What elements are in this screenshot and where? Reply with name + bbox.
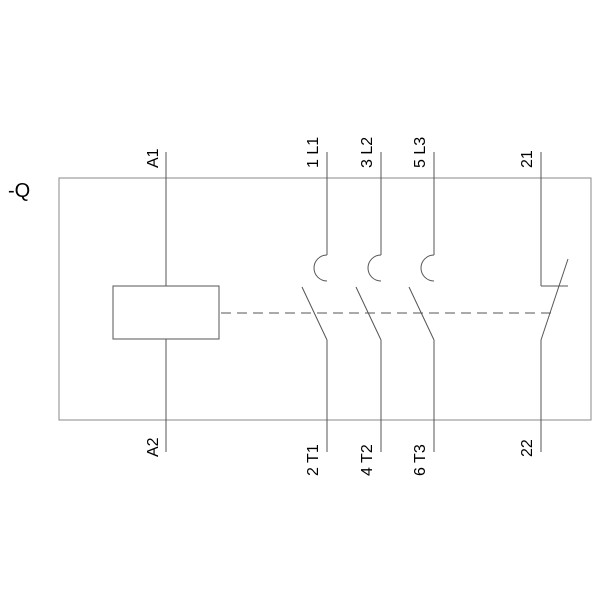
contact-blade <box>408 286 435 341</box>
terminal-label-l1: 1 L1 <box>305 137 322 168</box>
coil-symbol <box>112 285 220 340</box>
contact-blade <box>301 286 328 341</box>
device-enclosure <box>58 177 592 421</box>
terminal-label-a1: A1 <box>145 148 162 168</box>
main-contact-3: 5 L3 6 T3 <box>408 137 435 476</box>
terminal-label-t1: 2 T1 <box>305 444 322 476</box>
terminal-label-l2: 3 L2 <box>359 137 376 168</box>
terminal-label-l3: 5 L3 <box>412 137 429 168</box>
auxiliary-nc-contact: 21 22 <box>519 150 569 457</box>
contact-blade <box>355 286 382 341</box>
terminal-label-22: 22 <box>519 439 536 457</box>
terminal-label-t2: 4 T2 <box>359 444 376 476</box>
arc-quench-symbol <box>420 254 435 282</box>
main-contact-1: 1 L1 2 T1 <box>301 137 328 476</box>
arc-quench-symbol <box>313 254 328 282</box>
terminal-label-a2: A2 <box>145 437 162 457</box>
device-designation: -Q <box>8 180 30 202</box>
terminal-label-t3: 6 T3 <box>412 444 429 476</box>
terminal-label-21: 21 <box>519 150 536 168</box>
main-contact-2: 3 L2 4 T2 <box>355 137 382 476</box>
coil-branch: A1 A2 <box>112 148 220 457</box>
contact-blade <box>540 258 569 341</box>
arc-quench-symbol <box>367 254 382 282</box>
